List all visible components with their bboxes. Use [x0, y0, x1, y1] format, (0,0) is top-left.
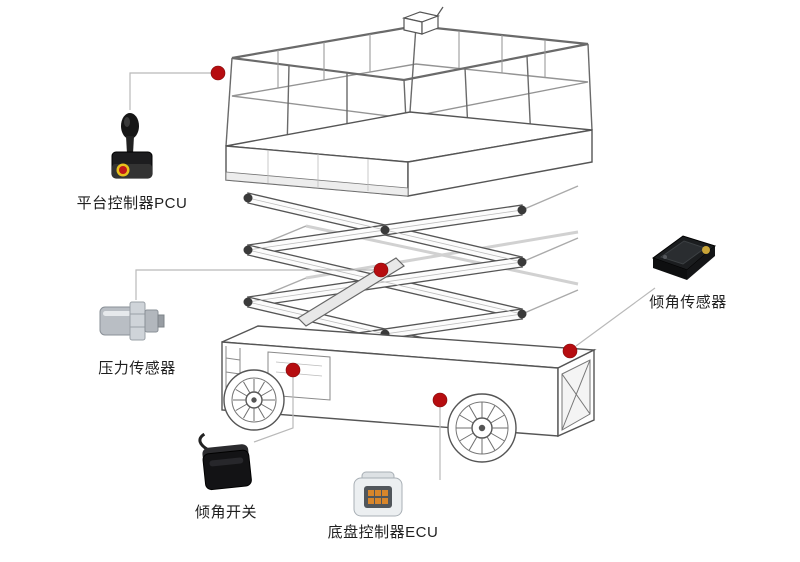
chassis-end-panel: [561, 359, 591, 431]
marker-tilt-switch: [285, 362, 301, 378]
pressure-sensor-image: [99, 301, 165, 341]
callout-lines: [129, 72, 656, 480]
ecu-image: [353, 471, 403, 517]
callout-line-tilt-switch: [253, 377, 294, 443]
rail-control-box: [401, 6, 444, 35]
callout-line-pcu: [129, 72, 218, 110]
platform-guardrail: [225, 6, 593, 163]
tilt-switch-label: 倾角开关: [194, 504, 258, 521]
pcu-label: 平台控制器PCU: [76, 195, 188, 212]
marker-ecu: [432, 392, 448, 408]
callout-line-pressure-sensor: [135, 269, 381, 300]
right-wheel: [447, 393, 517, 463]
tilt-switch-image: [198, 432, 252, 491]
pcu-image: [111, 113, 153, 179]
marker-pcu: [210, 65, 226, 81]
ecu-label: 底盘控制器ECU: [327, 524, 439, 541]
marker-pressure-sensor: [373, 262, 389, 278]
pressure-sensor-label: 压力传感器: [98, 360, 176, 377]
callout-line-tilt-sensor: [575, 287, 656, 347]
left-wheel: [223, 369, 285, 431]
tilt-sensor-image: [651, 235, 717, 280]
tilt-sensor-label: 倾角传感器: [649, 294, 727, 311]
platform-deck: [225, 111, 593, 197]
marker-tilt-sensor: [562, 343, 578, 359]
hotspot-markers: [210, 65, 578, 408]
